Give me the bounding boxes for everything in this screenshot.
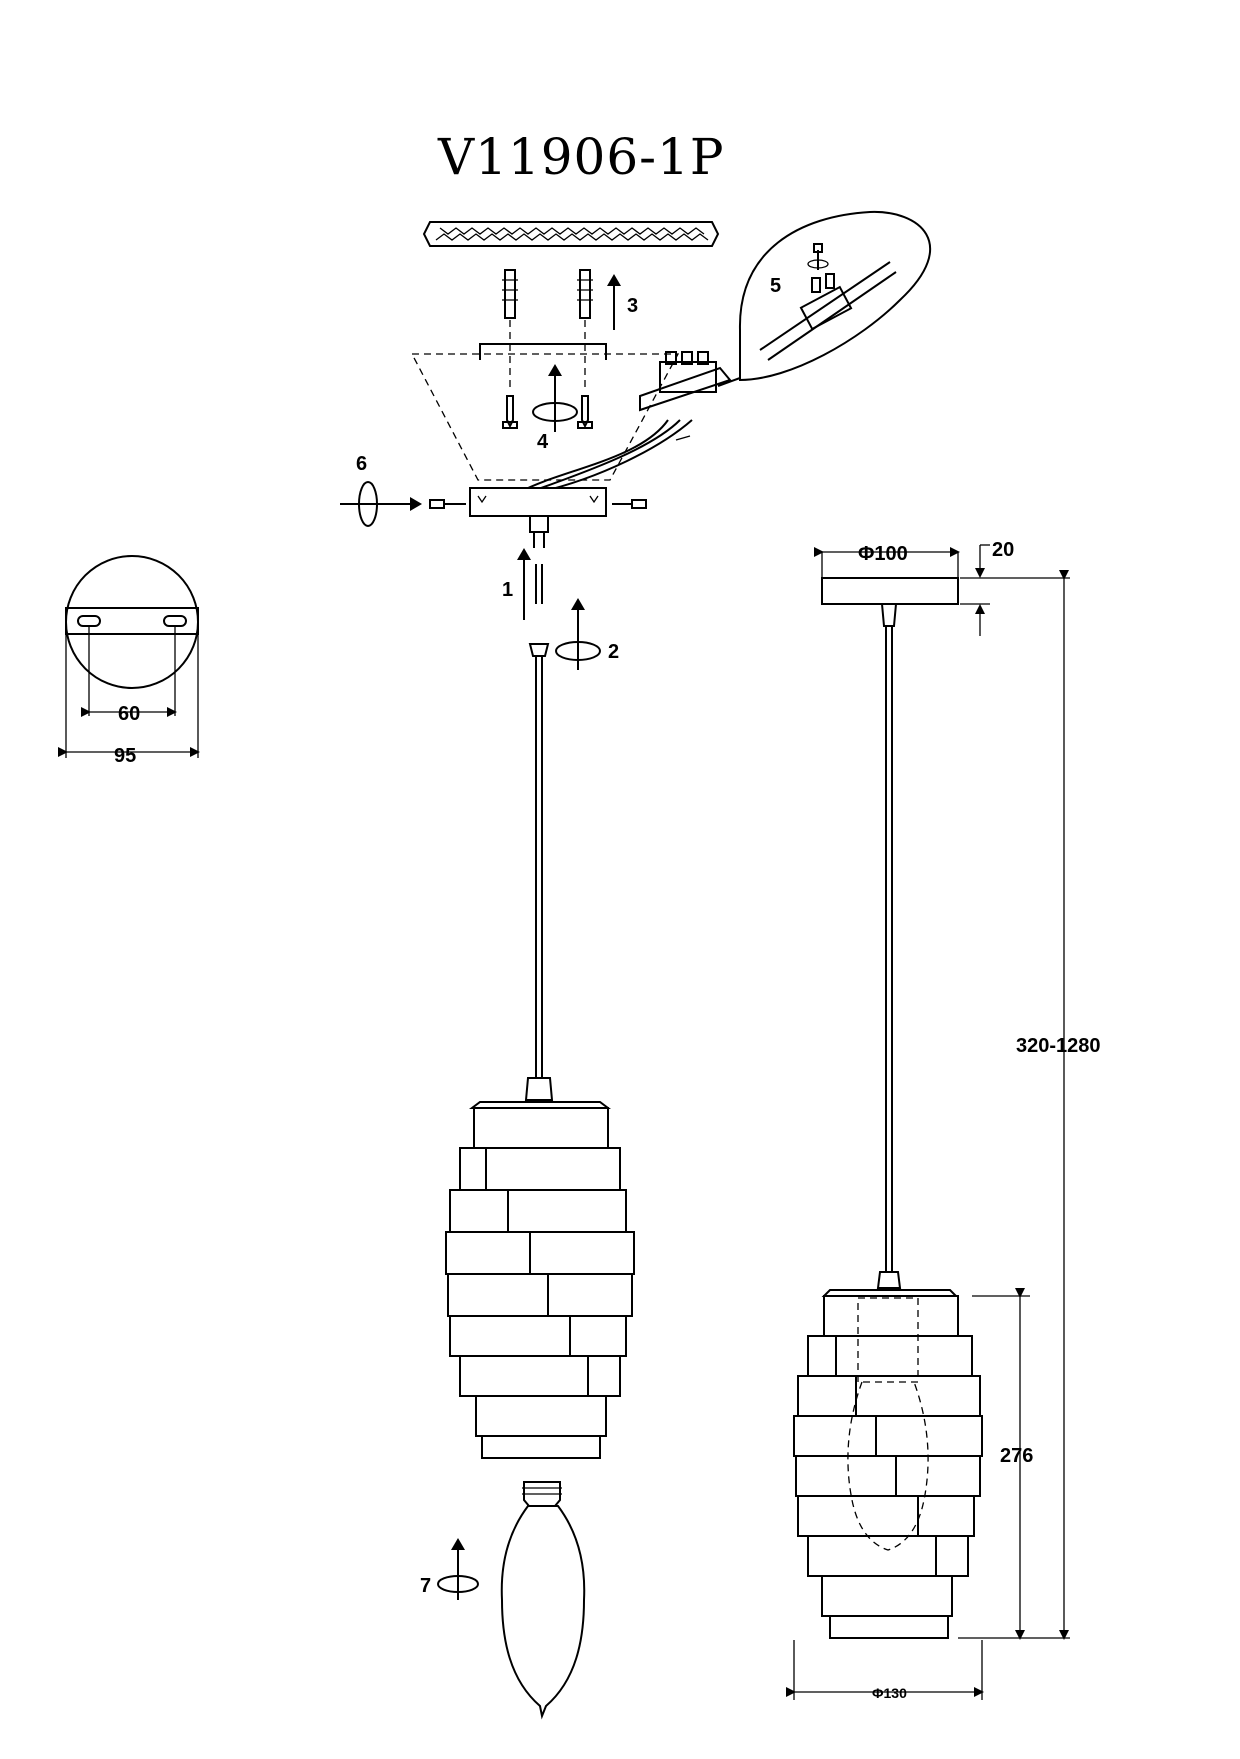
cord-top bbox=[535, 564, 543, 604]
wall-anchor-right bbox=[577, 269, 593, 319]
step-label-5: 5 bbox=[770, 275, 781, 297]
wall-anchor-left bbox=[502, 269, 518, 319]
step-label-3: 3 bbox=[627, 295, 638, 317]
wire-1 bbox=[519, 419, 669, 493]
canopy bbox=[469, 487, 607, 517]
dim-shade-diameter: Φ130 bbox=[872, 1685, 907, 1701]
projection-outline bbox=[410, 353, 680, 481]
canopy-side-screw-right bbox=[612, 499, 647, 509]
cable-grip bbox=[529, 515, 549, 548]
step-label-6: 6 bbox=[356, 453, 367, 475]
ceiling bbox=[422, 221, 720, 247]
dim-total-height: 320-1280 bbox=[1016, 1035, 1101, 1057]
step-label-4: 4 bbox=[537, 431, 549, 453]
terminal-block bbox=[639, 351, 732, 412]
rotate-icon-step-2 bbox=[555, 641, 601, 661]
light-bulb bbox=[500, 1481, 586, 1720]
step-label-1: 1 bbox=[502, 579, 513, 601]
model-title: V11906-1P bbox=[438, 128, 725, 186]
dimensioned-view bbox=[786, 544, 1070, 1700]
rotate-icon-step-6 bbox=[358, 481, 378, 527]
cord-connector bbox=[528, 643, 550, 657]
dim-hole-spacing: 60 bbox=[118, 703, 140, 725]
step-label-7: 7 bbox=[420, 1575, 431, 1597]
rotate-icon-step-4 bbox=[532, 402, 578, 422]
canopy-side-screw-left bbox=[429, 499, 466, 509]
wiring-detail-bubble bbox=[717, 210, 932, 387]
mounting-bracket bbox=[479, 343, 607, 360]
dim-plate-diameter: 95 bbox=[114, 745, 136, 767]
step-label-2: 2 bbox=[608, 641, 619, 663]
screw-left bbox=[502, 395, 518, 429]
dim-canopy-height: 20 bbox=[992, 539, 1014, 561]
rotate-icon-step-7 bbox=[437, 1575, 479, 1593]
suspension-cord bbox=[535, 656, 543, 1078]
dim-shade-height: 276 bbox=[1000, 1445, 1033, 1467]
canopy-side-view bbox=[821, 577, 959, 605]
dim-canopy-diameter: Φ100 bbox=[858, 543, 908, 565]
screw-right bbox=[577, 395, 593, 429]
mounting-plate-view bbox=[58, 555, 200, 758]
pendant-shade bbox=[445, 1077, 635, 1459]
